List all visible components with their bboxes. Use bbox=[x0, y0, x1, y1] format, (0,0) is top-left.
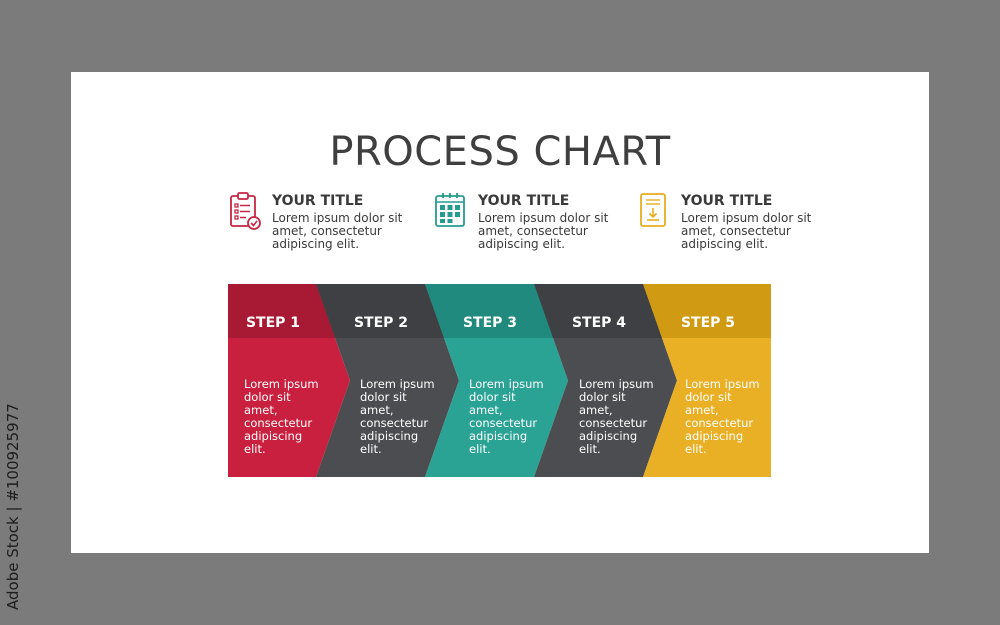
step-4-label: STEP 4 bbox=[571, 315, 627, 331]
info-block-2: YOUR TITLE Lorem ipsum dolor sit amet, c… bbox=[434, 192, 634, 262]
info-block-1: YOUR TITLE Lorem ipsum dolor sit amet, c… bbox=[228, 192, 428, 262]
step-2-header bbox=[316, 284, 445, 338]
step-3-label: STEP 3 bbox=[462, 315, 518, 331]
step-1-text: Lorem ipsum dolor sit amet, consectetur … bbox=[244, 377, 319, 456]
step-3-text: Lorem ipsum dolor sit amet, consectetur … bbox=[469, 377, 544, 456]
info-block-3: YOUR TITLE Lorem ipsum dolor sit amet, c… bbox=[637, 192, 837, 262]
document-download-icon bbox=[640, 193, 666, 227]
stock-credit: Adobe Stock | #100925977 bbox=[4, 403, 22, 610]
clipboard-check-icon bbox=[230, 192, 261, 230]
calendar-icon bbox=[435, 193, 465, 227]
slide: PROCESS CHART YOUR TITLE Lorem ipsum dol… bbox=[71, 72, 929, 553]
process-chevrons bbox=[228, 284, 771, 477]
info-heading: YOUR TITLE bbox=[272, 193, 364, 209]
step-5-header bbox=[643, 284, 771, 338]
step-2-text: Lorem ipsum dolor sit amet, consectetur … bbox=[360, 377, 435, 456]
step-1-header bbox=[228, 284, 336, 338]
page-title: PROCESS CHART bbox=[329, 129, 671, 175]
info-text: Lorem ipsum dolor sit amet, consectetur … bbox=[681, 211, 812, 251]
step-5-label: STEP 5 bbox=[680, 315, 736, 331]
step-2-label: STEP 2 bbox=[353, 315, 409, 331]
step-4-header bbox=[534, 284, 663, 338]
info-heading: YOUR TITLE bbox=[478, 193, 570, 209]
step-5-text: Lorem ipsum dolor sit amet, consectetur … bbox=[685, 377, 760, 456]
step-3-header bbox=[425, 284, 554, 338]
step-1-label: STEP 1 bbox=[245, 315, 301, 331]
info-text: Lorem ipsum dolor sit amet, consectetur … bbox=[478, 211, 609, 251]
info-text: Lorem ipsum dolor sit amet, consectetur … bbox=[272, 211, 403, 251]
info-heading: YOUR TITLE bbox=[681, 193, 773, 209]
process-diagram: STEP 1 STEP 2 STEP 3 STEP 4 STEP 5 Lorem… bbox=[228, 284, 771, 477]
step-4-text: Lorem ipsum dolor sit amet, consectetur … bbox=[579, 377, 654, 456]
